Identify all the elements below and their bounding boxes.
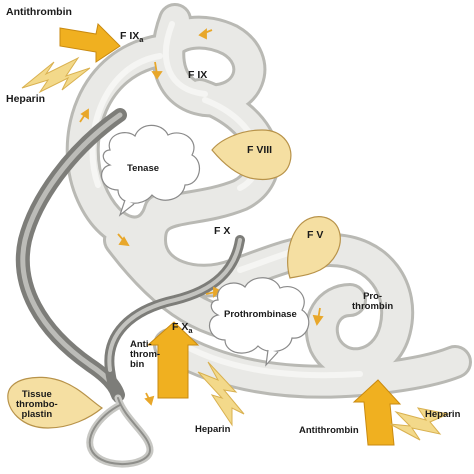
label-prothrombinase: Prothrombinase [224,309,297,320]
label-prothrombin: Pro- thrombin [352,292,393,312]
label-prothrombin-line1: Pro- [363,291,383,302]
flow-arrow-5 [205,286,222,298]
label-f-x: F X [214,225,231,237]
label-f-xa-text: F X [172,321,189,333]
label-antithrombin-mid-line3: bin [130,358,145,370]
label-f-viii: F VIII [247,144,273,156]
prothrombinase-cloud [208,277,310,367]
label-f-ixa-subscript: a [139,35,144,45]
label-tissue-line3: plastin [21,408,53,420]
label-f-v: F V [307,229,324,241]
label-f-ix: F IX [188,69,208,81]
label-tissue-line1: Tissue [21,389,52,400]
label-heparin-top: Heparin [6,93,46,105]
lightning-middle [197,361,245,427]
lightning-top [21,56,91,94]
block-arrow-middle [146,321,200,399]
label-antithrombin-bottom: Antithrombin [299,425,359,436]
label-heparin-mid: Heparin [195,424,231,435]
lightning-bottom [389,407,450,441]
label-tissue-line2: thrombo- [16,398,58,410]
flow-arrow-7 [144,392,155,406]
block-arrow-bottom [352,379,402,446]
label-antithrombin-mid-line2: throm- [130,348,161,360]
label-heparin-bottom: Heparin [425,409,461,420]
label-tenase: Tenase [127,163,160,174]
block-arrow-top [59,22,121,63]
catheter-tube [15,108,245,468]
flow-arrow-6 [312,307,324,326]
flow-arrow-4 [117,233,130,247]
drop-f-v [287,216,341,279]
drop-tissue-thromboplastin [7,376,104,429]
label-antithrombin-mid: Anti- throm- bin [130,340,160,370]
label-f-ixa: F IXa [120,30,144,45]
tenase-cloud [101,124,201,217]
label-prothrombin-line2: thrombin [352,300,394,312]
flow-arrow-2 [151,61,163,80]
label-antithrombin-top: Antithrombin [6,6,72,18]
label-f-xa-subscript: a [188,326,193,336]
flow-arrow-3 [79,108,89,123]
drop-f-viii [211,129,292,181]
flow-arrow-1 [198,28,213,40]
label-antithrombin-mid-line1: Anti- [130,339,152,350]
label-f-ixa-text: F IX [120,30,140,42]
flow-arrows [79,28,324,406]
label-f-xa: F Xa [172,321,193,336]
label-tissue-thromboplastin: Tissue thrombo- plastin [16,390,58,420]
